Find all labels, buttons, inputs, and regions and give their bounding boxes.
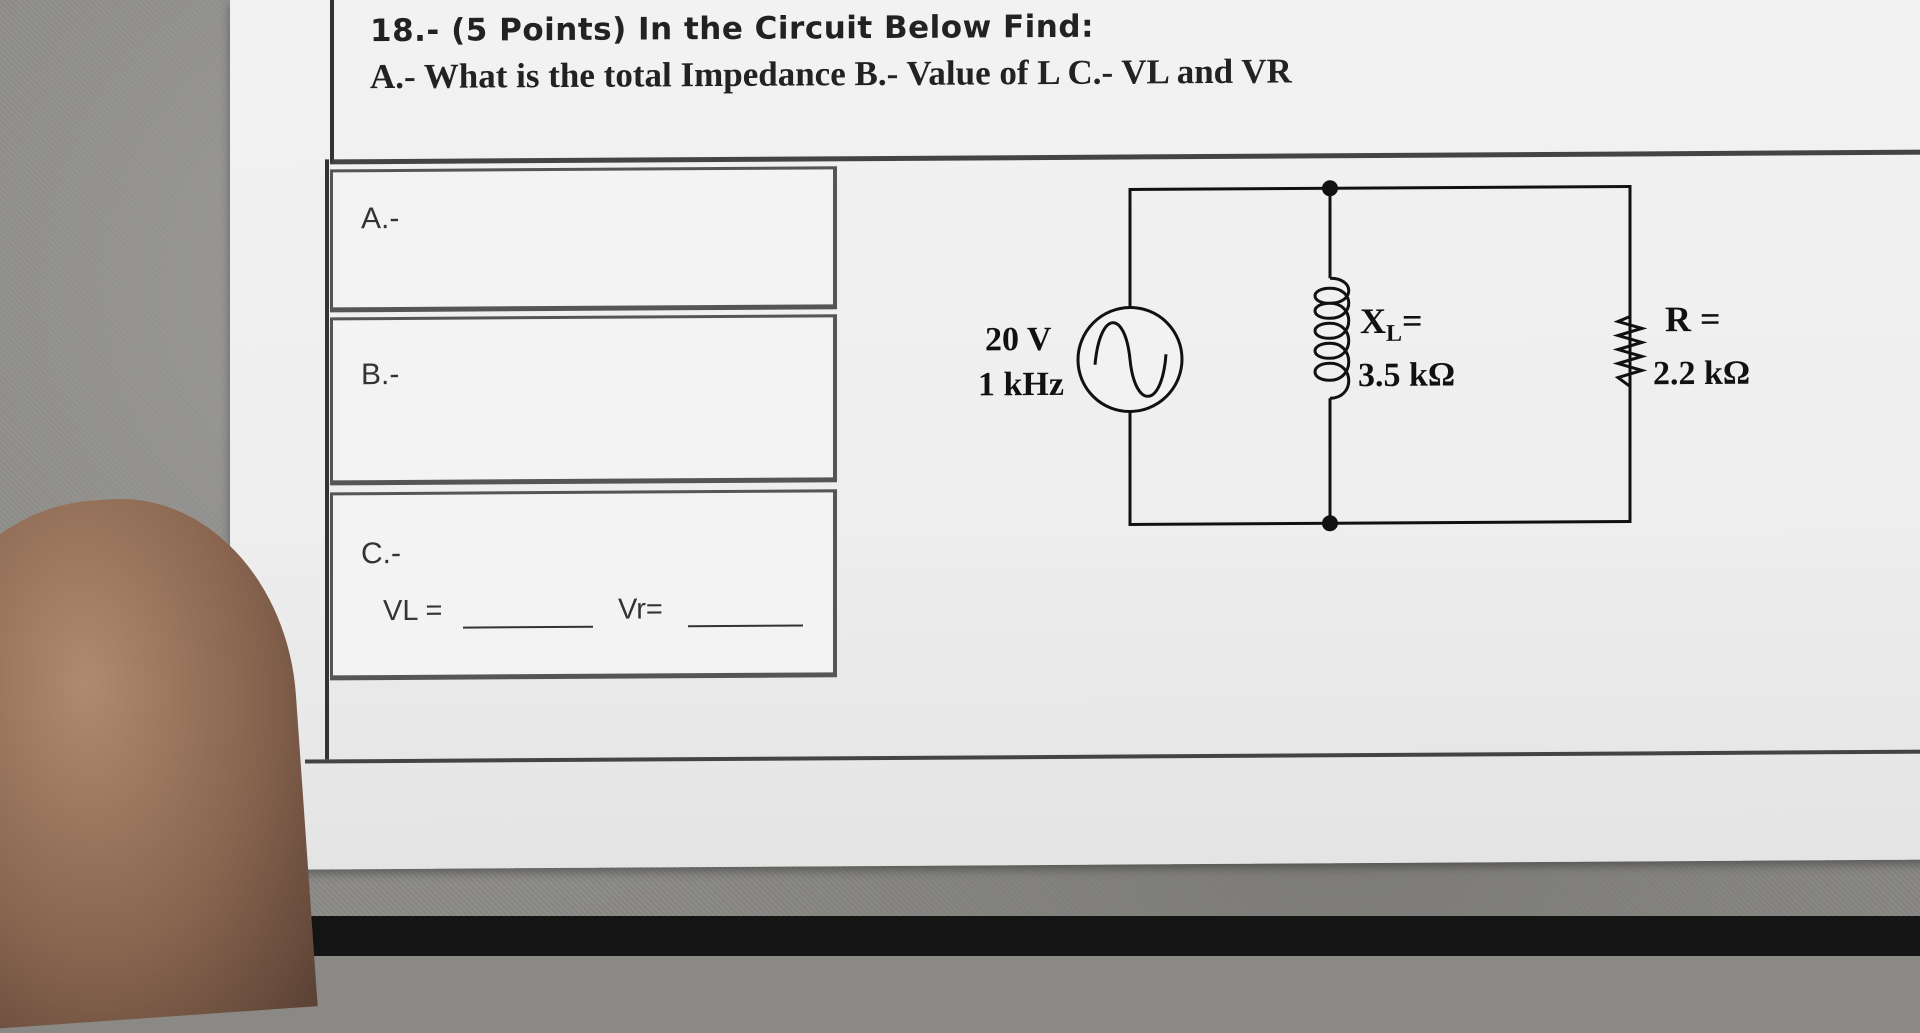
- top-junction-dot: [1322, 180, 1338, 197]
- source-frequency-label: 1 kHz: [978, 366, 1064, 404]
- resistor-zigzag-icon: [1612, 315, 1648, 388]
- inductor-reactance-label: XL=: [1360, 301, 1423, 347]
- answer-b-label: B.-: [361, 357, 400, 392]
- vl-blank-line[interactable]: [463, 625, 593, 629]
- answer-box-b[interactable]: B.-: [330, 314, 837, 486]
- resistor-label: R =: [1665, 299, 1721, 339]
- inductor-x-symbol: X: [1360, 301, 1386, 341]
- answer-c-label: C.-: [361, 536, 401, 571]
- ac-source-icon: [1076, 306, 1184, 414]
- vr-blank-line[interactable]: [688, 624, 803, 628]
- inductor-coil-icon: [1313, 276, 1351, 400]
- dark-table-edge: [0, 916, 1920, 956]
- bottom-junction-dot: [1322, 515, 1338, 532]
- inductor-subscript: L: [1386, 321, 1402, 347]
- inductor-equals: =: [1402, 301, 1423, 341]
- answer-a-label: A.-: [361, 201, 400, 236]
- parallel-rl-circuit-diagram: 20 V 1 kHz XL= 3.5 kΩ R = 2.2 kΩ: [978, 180, 1750, 532]
- vr-label: Vr=: [618, 593, 663, 626]
- question-subtitle: A.- What is the total Impedance B.- Valu…: [370, 51, 1292, 97]
- answer-box-a[interactable]: A.-: [330, 166, 837, 313]
- answer-box-c[interactable]: C.- VL = Vr=: [330, 489, 837, 681]
- resistor-value: 2.2 kΩ: [1653, 355, 1750, 393]
- vl-label: VL =: [383, 594, 443, 628]
- question-title: 18.- (5 Points) In the Circuit Below Fin…: [370, 8, 1094, 50]
- circuit-wires: [1128, 184, 1632, 527]
- worksheet-page: 18.- (5 Points) In the Circuit Below Fin…: [230, 0, 1920, 870]
- source-voltage-label: 20 V: [985, 321, 1052, 358]
- inductor-reactance-value: 3.5 kΩ: [1358, 357, 1455, 395]
